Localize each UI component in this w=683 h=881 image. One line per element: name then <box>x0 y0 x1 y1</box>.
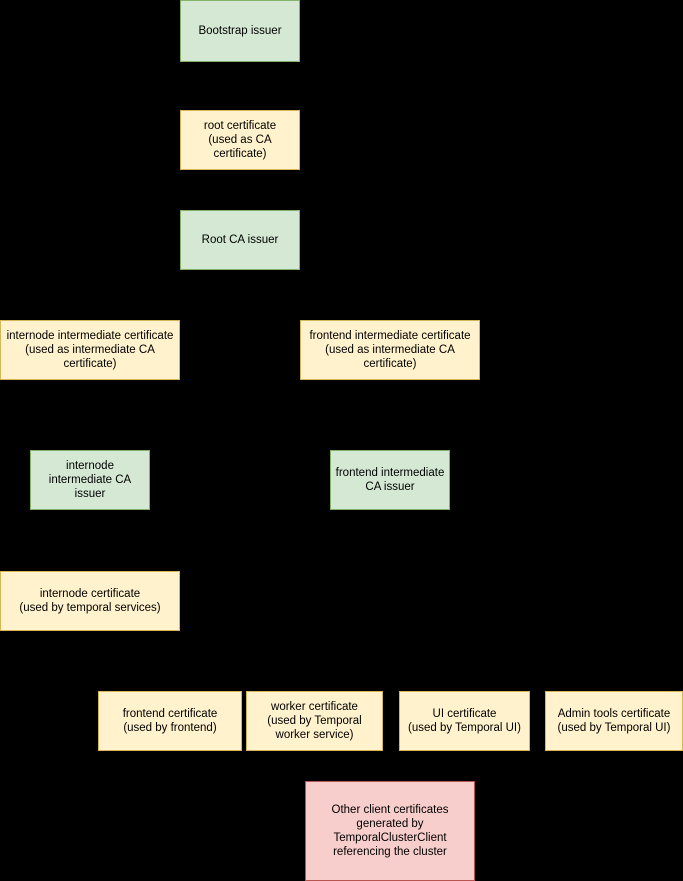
node-internode-certificate[interactable]: internode certificate (used by temporal … <box>0 571 180 631</box>
node-label: internode intermediate CA issuer <box>48 460 132 500</box>
node-label: frontend certificate (used by frontend) <box>122 708 218 734</box>
node-label: Admin tools certificate (used by Tempora… <box>557 708 671 734</box>
node-label: internode certificate (used by temporal … <box>19 588 161 614</box>
edge-frontend-issuer-to-frontend-certificate-horizontal <box>170 600 390 602</box>
edge-root-ca-issuer-to-frontend-intermediate-certificate-horizontal <box>240 295 390 296</box>
node-other-client-certificates[interactable]: Other client certificates generated by T… <box>305 781 475 881</box>
node-frontend-intermediate-certificate[interactable]: frontend intermediate certificate (used … <box>300 320 480 380</box>
edge-root-certificate-to-root-ca-issuer <box>240 170 241 210</box>
edge-internode-issuer-to-internode-certificate <box>90 510 91 571</box>
edge-frontend-issuer-to-worker-certificate-horizontal <box>314 600 390 602</box>
node-label: frontend intermediate CA issuer <box>335 467 445 493</box>
edge-frontend-issuer-to-worker-certificate-vertical-b <box>314 600 316 691</box>
node-bootstrap-issuer[interactable]: Bootstrap issuer <box>180 0 300 62</box>
node-root-ca-issuer[interactable]: Root CA issuer <box>180 210 300 270</box>
node-ui-certificate[interactable]: UI certificate (used by Temporal UI) <box>399 691 530 751</box>
node-internode-intermediate-certificate[interactable]: internode intermediate certificate (used… <box>0 320 180 380</box>
node-label: root certificate (used as CA certificate… <box>203 120 277 160</box>
node-label: internode intermediate certificate (used… <box>6 330 174 370</box>
edge-root-ca-issuer-to-internode-intermediate-certificate-vertical-b <box>90 295 91 320</box>
edge-bootstrap-to-root-certificate <box>240 62 241 110</box>
node-admin-tools-certificate[interactable]: Admin tools certificate (used by Tempora… <box>545 691 683 751</box>
node-internode-intermediate-ca-issuer[interactable]: internode intermediate CA issuer <box>30 450 150 510</box>
node-root-certificate[interactable]: root certificate (used as CA certificate… <box>180 110 300 170</box>
node-label: Other client certificates generated by T… <box>331 804 449 858</box>
edge-root-ca-issuer-to-internode-intermediate-certificate-horizontal <box>90 295 240 296</box>
node-label: frontend intermediate certificate (used … <box>309 330 471 370</box>
node-label: Root CA issuer <box>201 234 279 246</box>
edge-frontend-issuer-to-admin-tools-certificate-horizontal <box>390 600 614 602</box>
edge-frontend-intermediate-certificate-to-issuer <box>390 380 391 450</box>
edge-root-ca-issuer-to-frontend-intermediate-certificate-vertical-a <box>240 270 241 295</box>
node-label: Bootstrap issuer <box>198 25 282 37</box>
node-worker-certificate[interactable]: worker certificate (used by Temporal wor… <box>246 691 383 751</box>
edge-frontend-issuer-to-admin-tools-certificate-vertical-b <box>614 600 615 691</box>
edge-frontend-issuer-to-other-client-certificates <box>390 510 391 781</box>
edge-internode-intermediate-certificate-to-issuer <box>90 380 91 450</box>
node-label: worker certificate (used by Temporal wor… <box>267 701 362 741</box>
node-frontend-intermediate-ca-issuer[interactable]: frontend intermediate CA issuer <box>330 450 450 510</box>
edge-root-ca-issuer-to-frontend-intermediate-certificate-vertical-b <box>390 295 391 320</box>
edge-frontend-issuer-to-frontend-certificate-vertical-b <box>170 600 171 691</box>
node-frontend-certificate[interactable]: frontend certificate (used by frontend) <box>98 691 242 751</box>
node-label: UI certificate (used by Temporal UI) <box>408 708 521 734</box>
edge-frontend-issuer-to-ui-certificate-vertical-b <box>464 600 466 691</box>
